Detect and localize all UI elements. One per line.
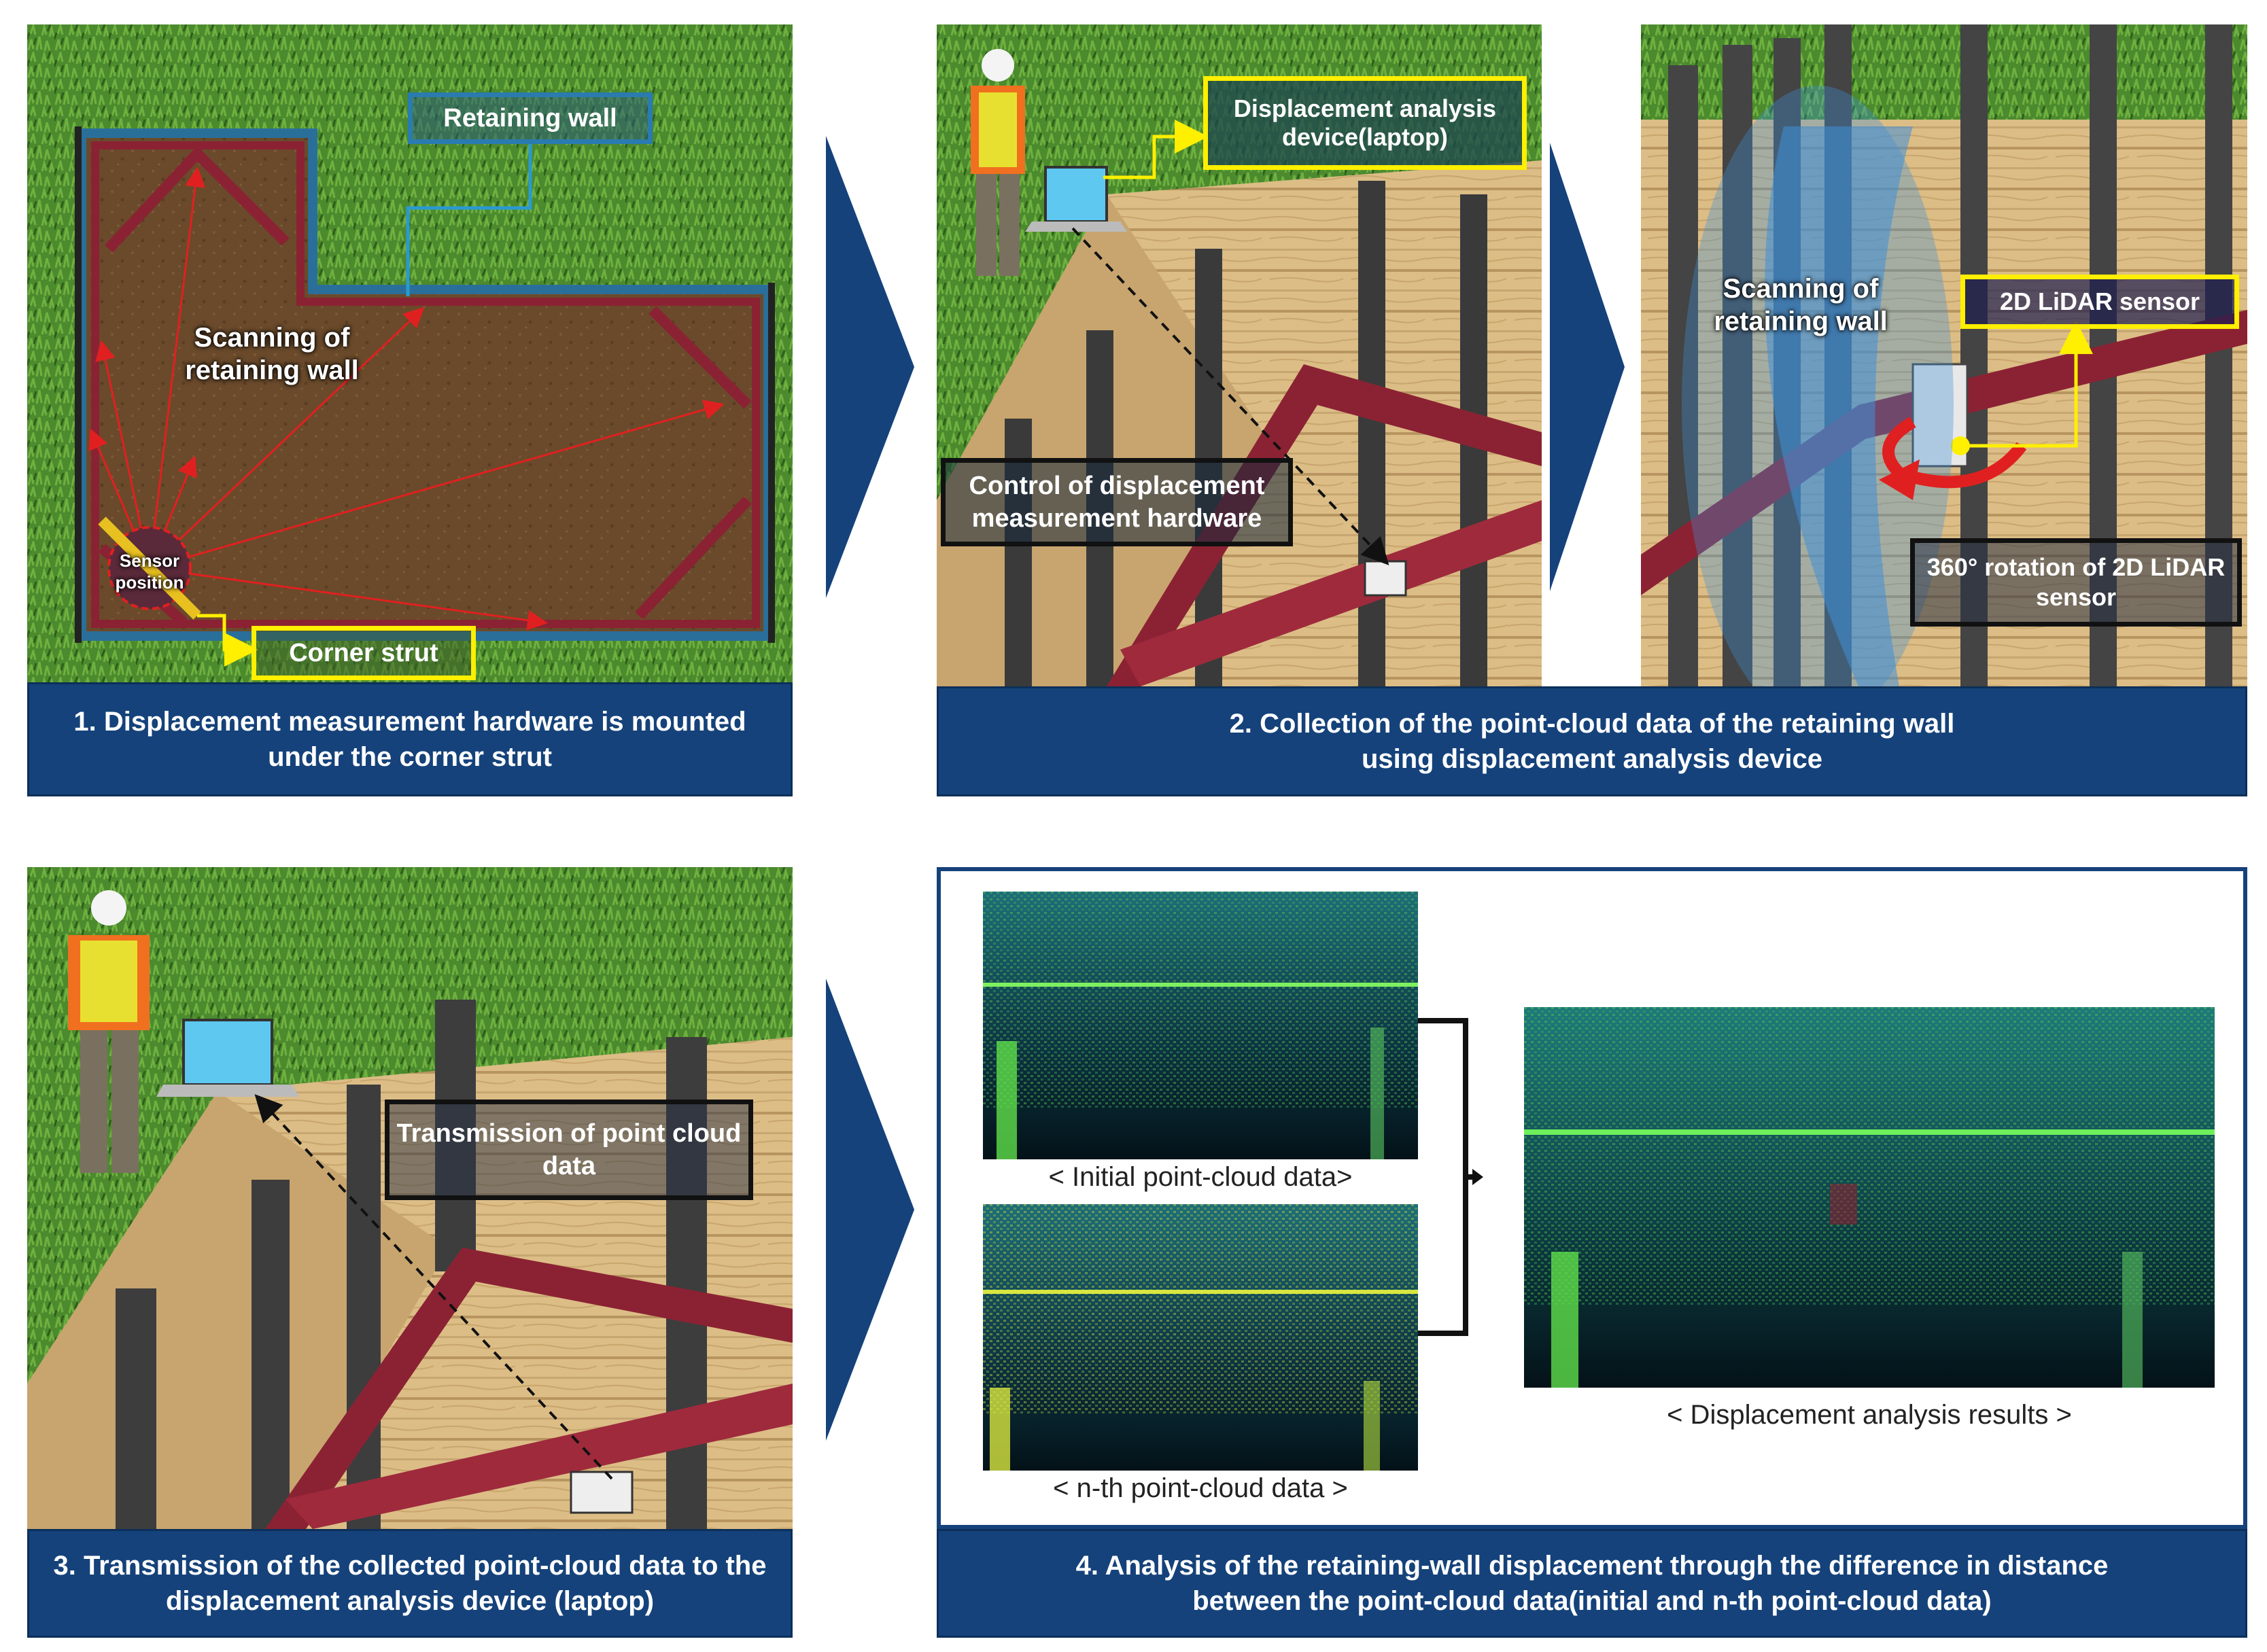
panel-4-analysis: < Initial point-cloud data> < n-th point… [937,867,2247,1529]
flow-arrow-1 [826,136,914,598]
field-view-illustration [937,24,1542,686]
initial-point-cloud-image [983,892,1418,1159]
merge-connector [1418,1018,1483,1336]
corner-strut-label: Corner strut [252,626,476,680]
panel-3-caption: 3. Transmission of the collected point-c… [27,1529,793,1638]
panel-2-lidar-view: Scanning of retaining wall 2D LiDAR sens… [1641,24,2247,686]
worker-figure-3 [68,890,150,1173]
scanning-label: Scanning of retaining wall [185,323,359,385]
control-hardware-label: Control of displacement measurement hard… [941,458,1293,546]
panel-2-field-view: Displacement analysis device(laptop) Con… [937,24,1542,686]
panel-1-site-plan: Retaining wall Scanning of retaining wal… [27,24,793,682]
displacement-results-label: < Displacement analysis results > [1667,1400,2072,1430]
panel-4-caption: 4. Analysis of the retaining-wall displa… [937,1529,2247,1638]
nth-point-cloud-label: < n-th point-cloud data > [1053,1473,1348,1503]
worker-figure [971,49,1025,276]
displacement-results-image [1524,1007,2215,1388]
panel-2-caption: 2. Collection of the point-cloud data of… [937,686,2247,796]
rotation-label: 360° rotation of 2D LiDAR sensor [1910,538,2242,627]
panel-3-transmission: Transmission of point cloud data [27,867,793,1529]
displacement-device-label: Displacement analysis device(laptop) [1203,76,1527,170]
transmission-label: Transmission of point cloud data [385,1100,753,1200]
lidar-scanning-label: Scanning of retaining wall [1714,274,1888,336]
nth-point-cloud-image [983,1204,1418,1471]
transmission-illustration [27,867,793,1529]
retaining-wall-label: Retaining wall [408,92,653,144]
flow-arrow-2 [1550,143,1625,591]
sensor-position-label: Sensor position [115,550,184,593]
lidar-sensor-label: 2D LiDAR sensor [1960,275,2239,329]
flow-arrow-3 [826,979,914,1441]
lidar-view-illustration [1641,24,2247,686]
initial-point-cloud-label: < Initial point-cloud data> [1048,1162,1353,1192]
panel-1-caption: 1. Displacement measurement hardware is … [27,682,793,796]
